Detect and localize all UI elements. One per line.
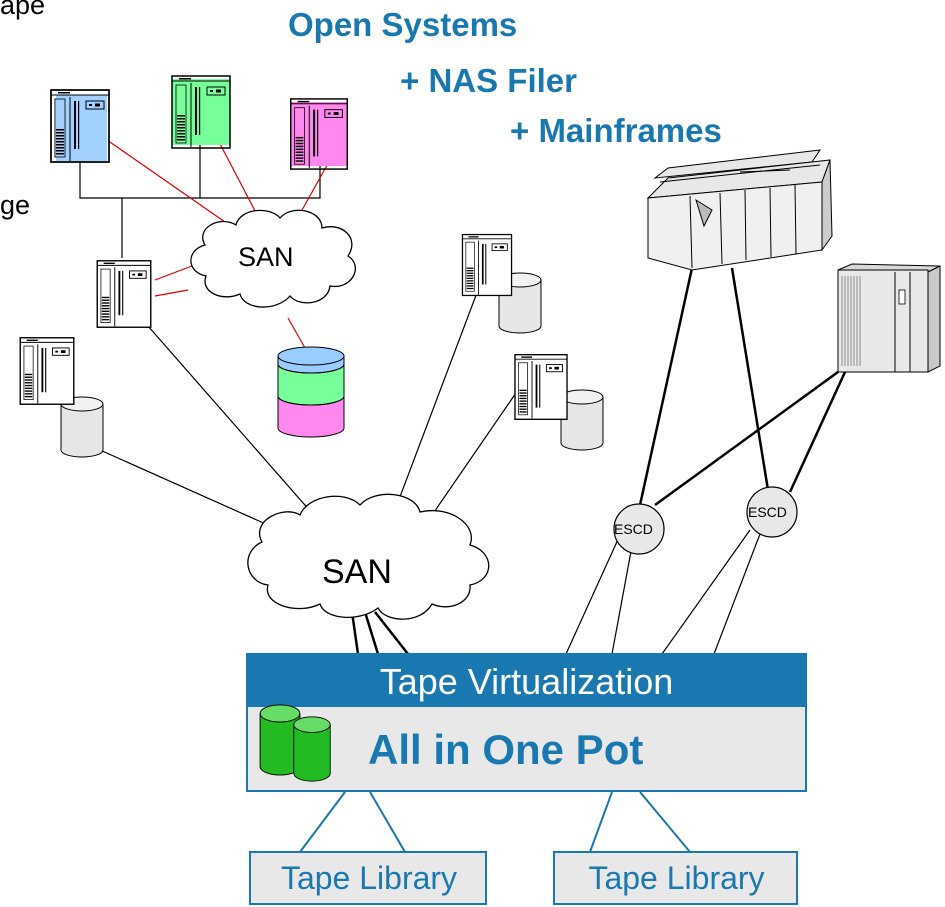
server-blue	[50, 89, 110, 163]
mainframe-cabinet	[837, 263, 941, 373]
escd-switch-1	[613, 503, 665, 555]
san-links	[99, 289, 519, 526]
san-large-label: SAN	[322, 553, 392, 591]
escd-2-label: ESCD	[748, 504, 787, 520]
heading-open-systems: Open Systems	[288, 6, 518, 43]
tape-cylinder-front	[293, 716, 331, 782]
tape-library-box-1	[249, 851, 487, 905]
vtl-title: Tape Virtualization	[379, 661, 674, 702]
heading-nas-filer: + NAS Filer	[400, 62, 577, 99]
heading-mainframes: + Mainframes	[510, 112, 722, 149]
cropped-text-left: ge	[0, 190, 31, 220]
vtl-to-library-links	[299, 791, 691, 853]
san-cloud-small	[190, 209, 356, 308]
server-left	[19, 337, 75, 405]
vtl-header-bar	[247, 654, 806, 707]
server-mid-left	[96, 260, 152, 328]
server-green	[171, 75, 231, 149]
san-to-vtl-links	[350, 611, 409, 655]
tape-library-box-2	[553, 851, 798, 905]
disk-left	[60, 396, 104, 458]
server-right	[514, 353, 568, 421]
server-right-top	[461, 233, 513, 297]
cropped-text-top: ape	[0, 0, 46, 20]
mainframe-large	[646, 149, 833, 271]
san-cloud-large	[247, 493, 490, 620]
escd-1-label: ESCD	[614, 521, 653, 537]
mainframe-to-escd-links	[638, 267, 847, 507]
server-pink	[289, 98, 349, 170]
escd-to-vtl-links	[565, 529, 761, 655]
san-small-label: SAN	[238, 242, 294, 272]
tape-library-label-1: Tape Library	[280, 860, 458, 896]
escd-switch-2	[746, 486, 798, 538]
tape-library-label-2: Tape Library	[588, 860, 765, 896]
vtl-subtitle: All in One Pot	[368, 726, 644, 773]
nas-filer-disk	[277, 346, 345, 438]
